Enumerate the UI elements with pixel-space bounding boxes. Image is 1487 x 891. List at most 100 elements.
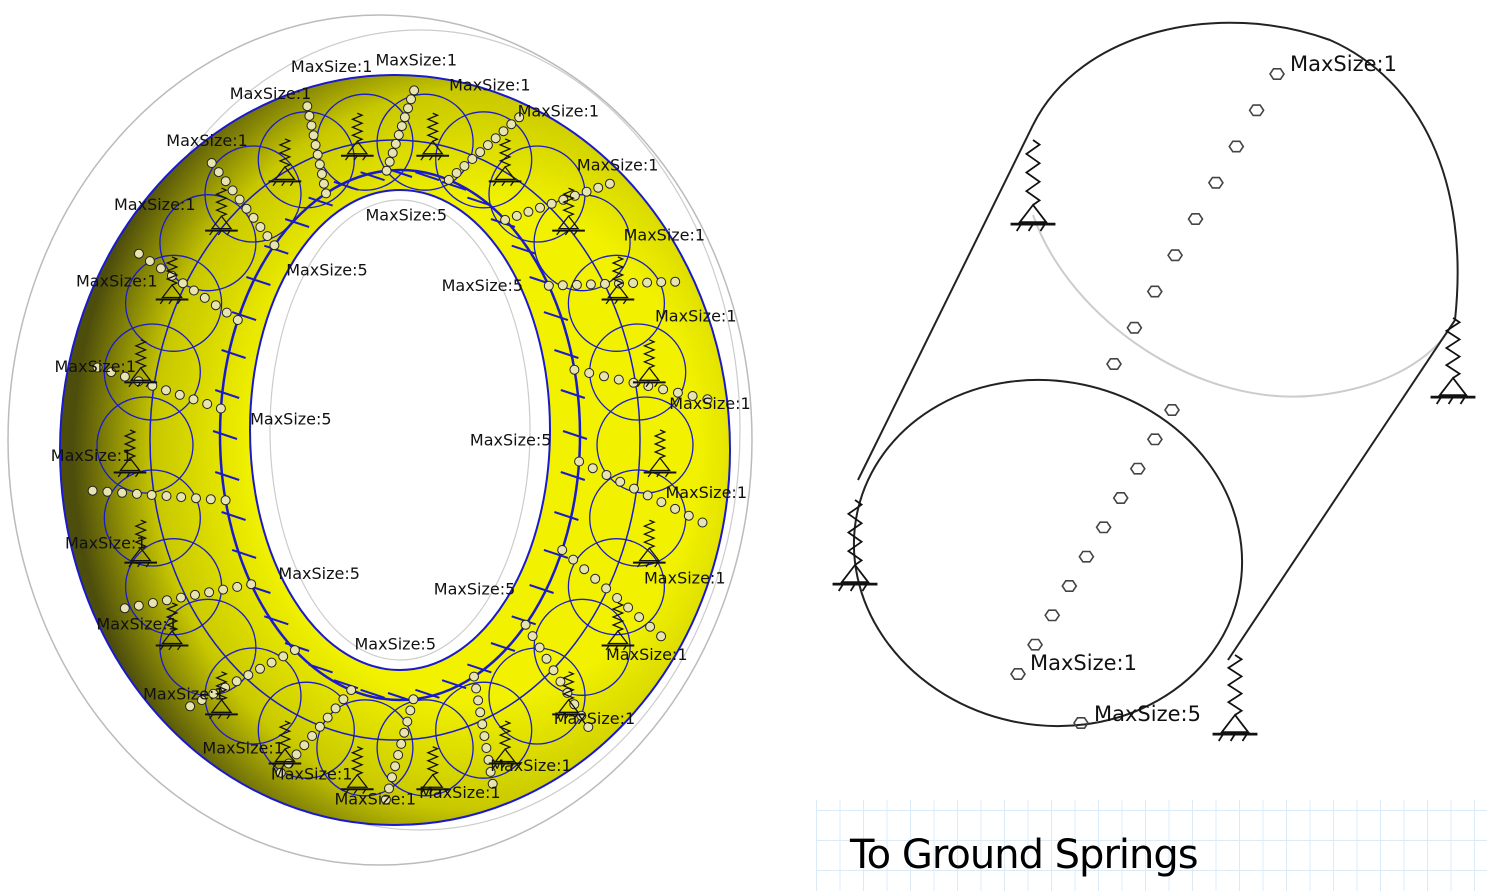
bead-node xyxy=(314,159,325,170)
bead-node xyxy=(246,579,257,590)
bead-node xyxy=(278,651,289,662)
hexagon-node-icon xyxy=(1095,521,1112,534)
cylinder-edge-top xyxy=(857,124,1034,481)
bead-node xyxy=(255,222,266,232)
bead-node xyxy=(146,490,157,500)
bead-node xyxy=(210,300,221,311)
bead-node xyxy=(581,186,592,197)
bead-node xyxy=(387,772,397,783)
bead-node xyxy=(390,138,401,149)
mesh-circle xyxy=(435,111,533,209)
bead-node xyxy=(612,593,623,603)
label-maxsize: MaxSize:1 xyxy=(669,394,751,413)
bead-node xyxy=(206,158,217,168)
bead-node xyxy=(396,738,407,749)
mesh-circles xyxy=(96,93,694,797)
bead-node xyxy=(275,767,286,778)
bead-node xyxy=(469,671,479,682)
bead-node xyxy=(557,280,568,291)
bead-node xyxy=(645,621,656,632)
bead-node xyxy=(473,695,484,706)
bead-node xyxy=(399,727,410,738)
bead-node xyxy=(304,110,315,121)
bead-node xyxy=(459,161,470,171)
bead-node xyxy=(687,391,698,401)
hexagon-node-icon xyxy=(1126,321,1143,334)
bead-node xyxy=(656,277,667,288)
spring-to-ground-icon xyxy=(632,339,666,388)
outer-housing-outline xyxy=(7,14,753,866)
bead-node xyxy=(291,749,302,760)
bead-node xyxy=(541,653,552,664)
label-maxsize: MaxSize:5 xyxy=(470,431,552,450)
label-maxsize: MaxSize:1 xyxy=(666,483,748,502)
bead-node xyxy=(600,278,610,289)
label-maxsize: MaxSize:1 xyxy=(1290,52,1397,76)
bead-node xyxy=(213,167,224,178)
bead-node xyxy=(601,583,612,594)
spring-to-ground-icon xyxy=(601,602,635,651)
bead-node xyxy=(380,794,391,805)
spring-to-ground-icon xyxy=(1010,139,1056,232)
bead-node xyxy=(479,731,490,742)
spring-to-ground-icon xyxy=(340,112,374,161)
spring-to-ground-icon xyxy=(601,256,635,305)
bead-node xyxy=(656,631,667,642)
label-maxsize: MaxSize:5 xyxy=(278,564,360,583)
mesh-circle xyxy=(103,469,201,567)
bead-node xyxy=(387,147,398,158)
bead-node xyxy=(569,364,580,375)
bead-node xyxy=(599,371,609,382)
bead-node xyxy=(177,278,188,289)
spring-to-ground-icon xyxy=(632,519,666,568)
bead-node xyxy=(656,497,667,508)
inner-hole-outline xyxy=(269,199,531,661)
bead-node xyxy=(144,256,155,267)
mesh-circle xyxy=(159,194,257,292)
label-maxsize: MaxSize:1 xyxy=(335,790,417,809)
hexagon-node-icon xyxy=(1167,249,1184,262)
bead-node xyxy=(234,194,245,205)
bead-node xyxy=(289,645,300,656)
bead-node xyxy=(232,315,243,325)
label-maxsize: MaxSize:1 xyxy=(55,357,137,376)
spring-to-ground-icon xyxy=(124,339,158,388)
bead-node xyxy=(131,488,142,499)
bead-node xyxy=(672,387,683,398)
bead-node xyxy=(176,492,187,503)
bead-node xyxy=(593,182,604,193)
mesh-circle xyxy=(435,681,533,779)
label-maxsize: MaxSize:1 xyxy=(376,51,458,70)
label-maxsize: MaxSize:1 xyxy=(644,568,726,587)
bead-node xyxy=(318,178,329,189)
label-maxsize: MaxSize:1 xyxy=(624,225,706,244)
label-maxsize: MaxSize:1 xyxy=(1030,651,1137,675)
mesh-circle xyxy=(257,681,355,779)
label-maxsize: MaxSize:1 xyxy=(655,306,737,325)
bead-node xyxy=(642,490,653,501)
bead-node xyxy=(119,603,130,614)
bead-node xyxy=(613,374,624,385)
bead-node xyxy=(312,149,323,160)
bead-node xyxy=(514,112,525,123)
bead-node xyxy=(583,722,594,732)
bead-node xyxy=(467,154,478,164)
bead-node xyxy=(574,456,585,467)
mesh-circle xyxy=(533,194,631,292)
mesh-circle xyxy=(316,699,414,797)
bead-node xyxy=(579,564,590,575)
bead-node xyxy=(185,701,196,712)
bead-node xyxy=(147,380,158,391)
bead-node xyxy=(396,121,407,132)
bead-node xyxy=(196,695,207,706)
mesh-circle xyxy=(533,598,631,696)
bead-node xyxy=(330,703,341,714)
bead-node xyxy=(322,712,333,723)
label-maxsize: MaxSize:1 xyxy=(577,156,659,175)
bead-node xyxy=(623,602,634,613)
bead-node xyxy=(248,212,259,223)
hexagon-node-icon xyxy=(1112,491,1129,505)
bead-node xyxy=(451,168,462,178)
spring-to-ground-icon xyxy=(340,746,374,794)
bead-node xyxy=(102,486,113,497)
